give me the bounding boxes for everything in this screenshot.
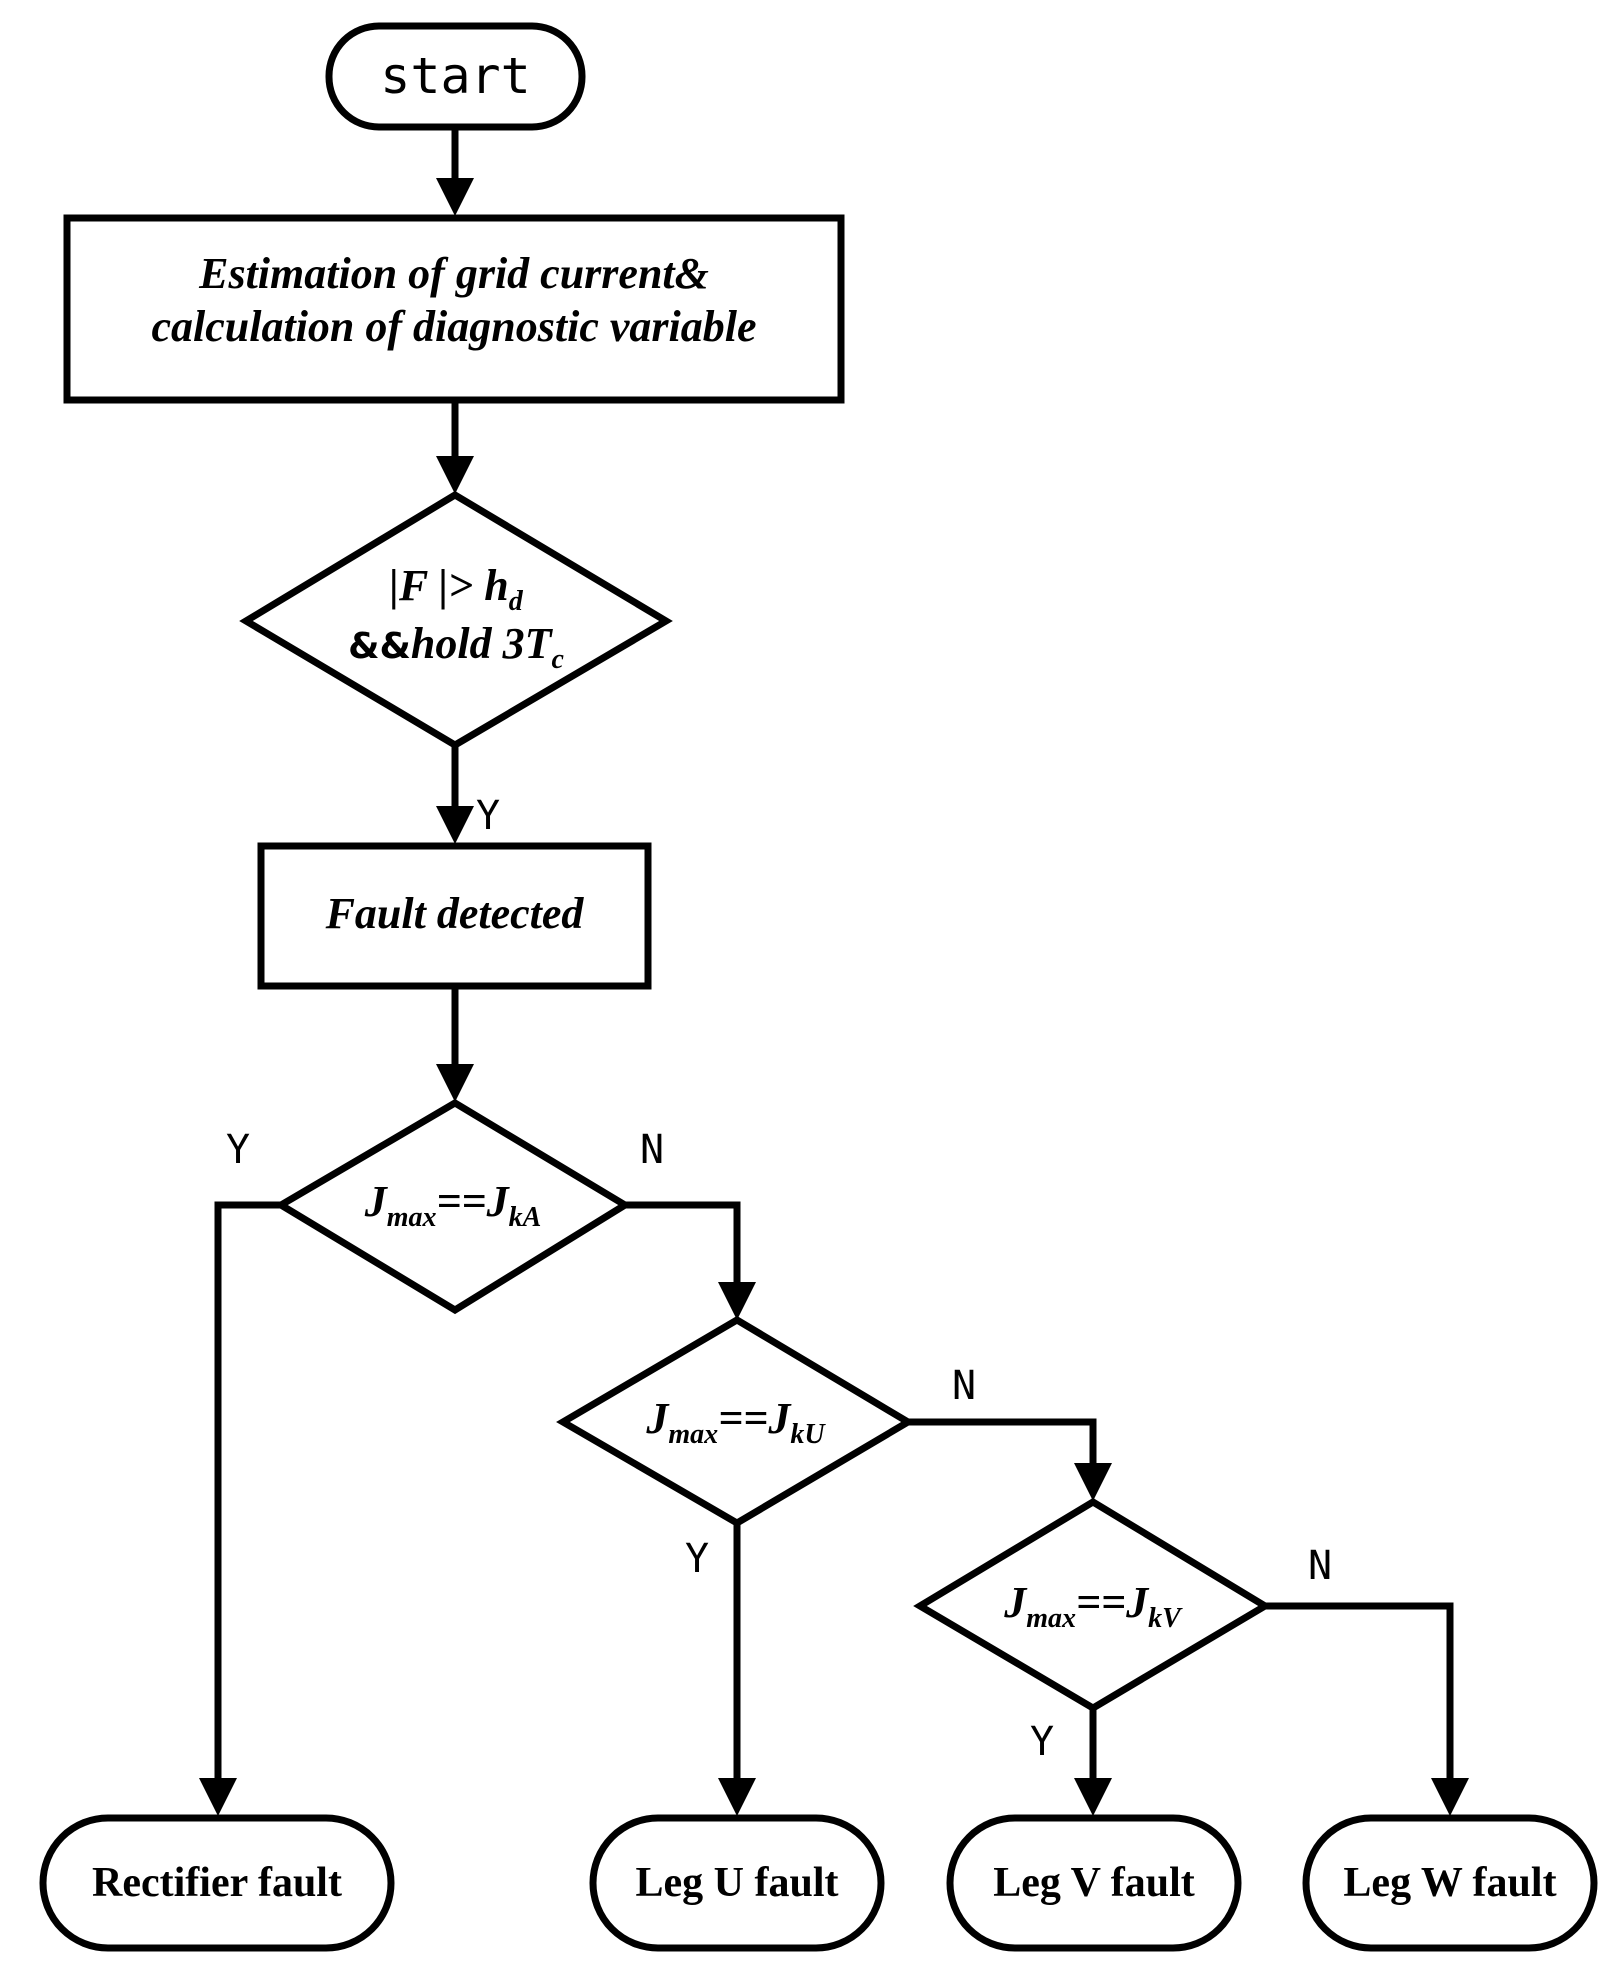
estimation-label-line-2: calculation of diagnostic variable — [151, 301, 757, 351]
arrowhead-jku — [718, 1282, 756, 1320]
detect-condition-label: |F |> hd &&hold 3Tc — [246, 560, 666, 677]
decision-jkv-op: ==J — [1075, 1578, 1149, 1627]
decision-jkv-rhs-sub: kV — [1148, 1602, 1181, 1634]
arrowhead-fault-detected — [436, 806, 474, 844]
arrowhead-detect — [436, 456, 474, 494]
leg-u-fault-terminal — [589, 1814, 885, 1952]
arrowhead-jka — [436, 1064, 474, 1102]
leg-v-fault-label: Leg V fault — [993, 1860, 1195, 1906]
arrowhead-leg-u-fault — [718, 1778, 756, 1816]
detect-condition-line-2: &&hold 3Tc — [246, 618, 666, 676]
detect-condition-line-2-main: hold 3T — [410, 619, 552, 669]
detect-condition-line-1-main: |F |> h — [389, 561, 509, 610]
decision-jkv-lhs-sub: max — [1026, 1602, 1076, 1634]
detect-condition-line-2-prefix: && — [348, 626, 411, 668]
detect-condition-line-1-sub: d — [508, 585, 523, 617]
decision-jku-op: ==J — [718, 1394, 791, 1443]
edge-label-jka-yes: Y — [226, 1127, 251, 1173]
arrowhead-jkv — [1074, 1463, 1112, 1501]
edge-label-jku-no: N — [952, 1363, 977, 1409]
connector-jkv-no — [1265, 1602, 1454, 1780]
decision-jka-lhs: J — [364, 1177, 387, 1226]
arrowhead-leg-v-fault — [1074, 1778, 1112, 1816]
decision-jka-rhs-sub: kA — [508, 1201, 542, 1233]
connector-jka-no — [625, 1201, 741, 1284]
arrowhead-estimation — [436, 178, 474, 216]
fault-detected-label: Fault detected — [325, 889, 584, 938]
arrowhead-rectifier-fault — [199, 1778, 237, 1816]
decision-jku-label: Jmax==JkU — [563, 1393, 908, 1451]
edge-label-jka-no: N — [640, 1127, 665, 1173]
leg-u-fault-label: Leg U fault — [635, 1860, 839, 1906]
leg-w-fault-terminal — [1302, 1814, 1598, 1952]
rectifier-fault-terminal — [39, 1814, 395, 1952]
connector-jka-yes — [214, 1201, 281, 1780]
decision-jkv-lhs: J — [1004, 1578, 1027, 1627]
decision-jku-lhs: J — [646, 1394, 669, 1443]
rectifier-fault-label: Rectifier fault — [92, 1860, 342, 1906]
estimation-process-box — [63, 214, 845, 404]
detect-condition-line-2-sub: c — [551, 644, 564, 676]
decision-jkv-label: Jmax==JkV — [920, 1577, 1265, 1635]
edge-label-detect-yes: Y — [476, 793, 501, 839]
decision-jka — [274, 1098, 632, 1315]
decision-jku-lhs-sub: max — [668, 1418, 719, 1450]
estimation-label-line-1: Estimation of grid current& — [199, 249, 709, 298]
decision-jka-label: Jmax==JkA — [281, 1176, 625, 1234]
decision-jku-rhs-sub: kU — [790, 1418, 825, 1450]
leg-v-fault-terminal — [946, 1814, 1242, 1952]
edge-label-jku-yes: Y — [685, 1536, 710, 1582]
detect-condition-line-1: |F |> hd — [246, 560, 666, 618]
arrowhead-leg-w-fault — [1431, 1778, 1469, 1816]
decision-jka-op: ==J — [436, 1177, 509, 1226]
edge-label-jkv-no: N — [1308, 1543, 1333, 1589]
connector-jku-no — [908, 1418, 1097, 1465]
edge-label-jkv-yes: Y — [1030, 1719, 1055, 1765]
decision-jka-lhs-sub: max — [386, 1201, 437, 1233]
estimation-label: Estimation of grid current& calculation … — [67, 248, 841, 354]
leg-w-fault-label: Leg W fault — [1343, 1860, 1557, 1906]
start-label: start — [380, 47, 531, 105]
